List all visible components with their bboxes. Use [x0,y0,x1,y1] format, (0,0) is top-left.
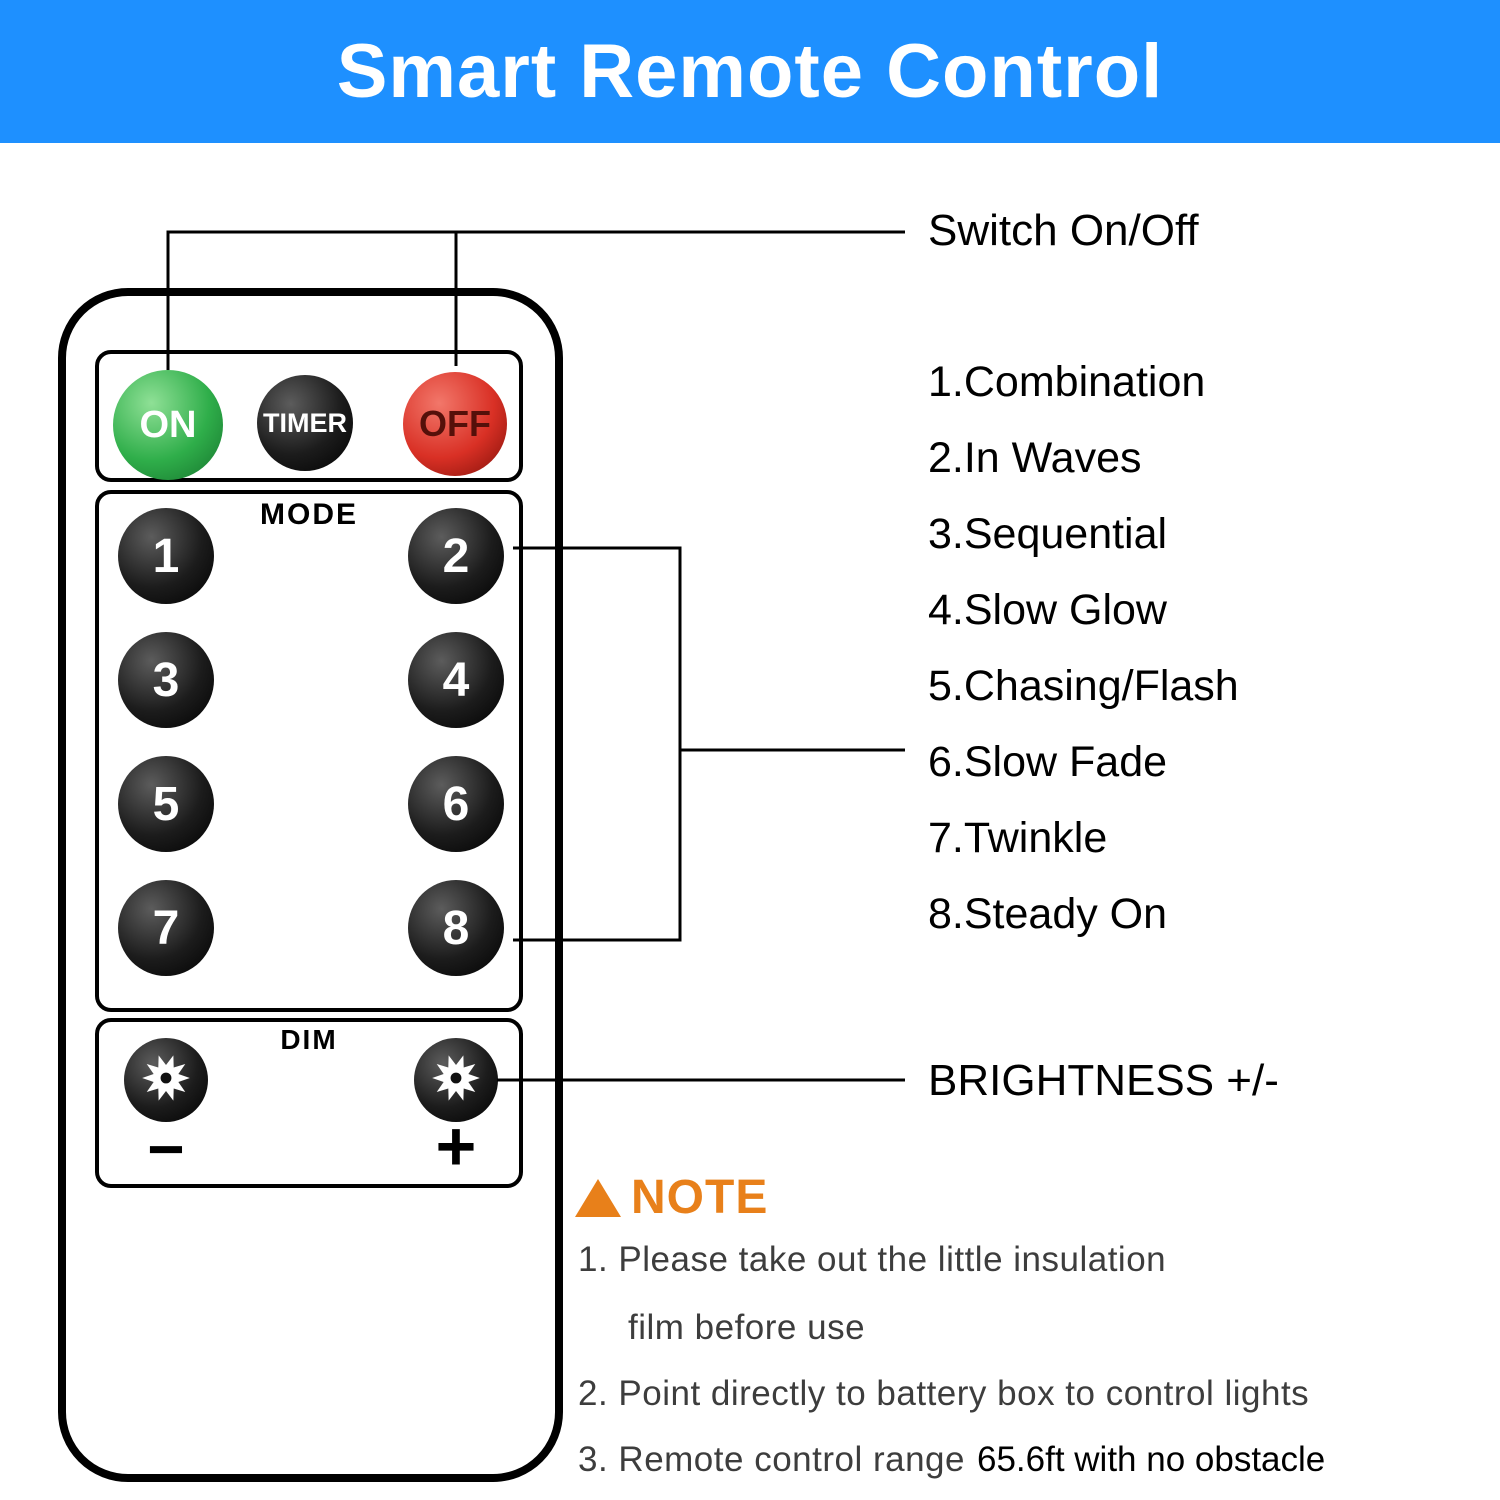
warning-triangle-icon [575,1178,621,1217]
note-line-1: 1. Please take out the little insulation [578,1240,1167,1279]
mode-list-item: 1.Combination [928,358,1206,406]
mode-button-2: 2 [408,508,504,604]
mode-list-item: 7.Twinkle [928,814,1108,862]
mode-button-7: 7 [118,880,214,976]
mode-button-4: 4 [408,632,504,728]
mode-list-item: 6.Slow Fade [928,738,1168,786]
mode-list: 1.Combination 2.In Waves 3.Sequential 4.… [928,344,1239,952]
off-button: OFF [403,372,507,476]
page-title: Smart Remote Control [336,29,1164,114]
mode-button-8: 8 [408,880,504,976]
mode-button-1: 1 [118,508,214,604]
dim-panel-label: DIM [280,1024,338,1055]
mode-button-5: 5 [118,756,214,852]
timer-button: TIMER [257,375,353,471]
note-line-3: 3. Remote control range 65.6ft with no ob… [578,1440,1325,1480]
header-banner: Smart Remote Control [0,0,1500,143]
mode-list-item: 2.In Waves [928,434,1142,482]
note-header: NOTE [575,1170,768,1225]
mode-panel-label: MODE [260,498,358,531]
dim-up-button [414,1038,498,1122]
mode-list-item: 8.Steady On [928,890,1168,938]
remote-body: ON TIMER OFF MODE 1 2 3 4 5 6 7 8 DIM [58,288,563,1482]
brightness-label: BRIGHTNESS +/- [928,1056,1279,1105]
mode-button-3: 3 [118,632,214,728]
note-line-3b: 65.6ft with no obstacle [976,1440,1326,1479]
mode-list-item: 5.Chasing/Flash [928,662,1239,710]
switch-on-off-label: Switch On/Off [928,206,1199,255]
brightness-icon [430,1052,482,1109]
mode-list-item: 4.Slow Glow [928,586,1167,634]
plus-sign: + [435,1107,477,1185]
mode-list-item: 3.Sequential [928,510,1168,558]
note-line-3a: 3. Remote control range [578,1440,965,1479]
dim-down-button [124,1038,208,1122]
minus-sign: − [147,1113,185,1185]
note-line-2: 2. Point directly to battery box to cont… [578,1374,1310,1413]
brightness-icon [140,1052,192,1109]
note-title: NOTE [631,1171,769,1224]
note-line-1b: film before use [628,1308,866,1347]
on-button: ON [113,370,223,480]
mode-button-6: 6 [408,756,504,852]
